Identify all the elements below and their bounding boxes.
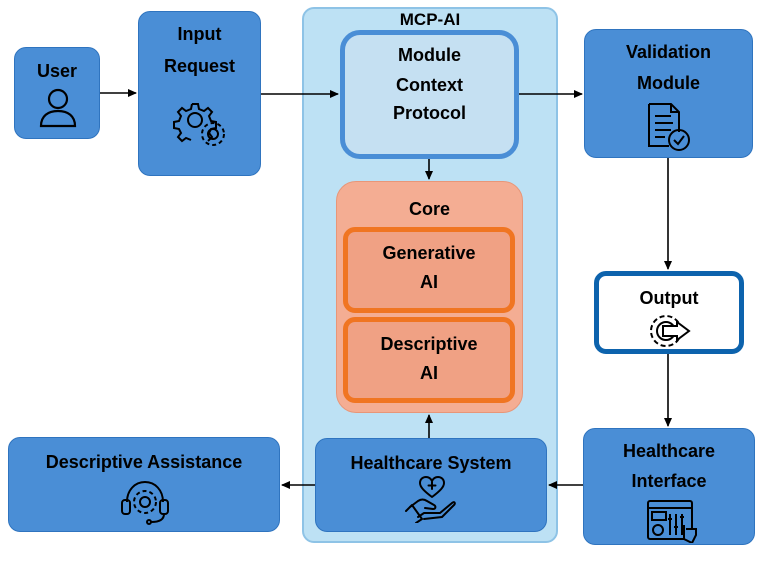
heart-hand-icon	[405, 476, 456, 523]
healthcare-interface-line1: Healthcare	[622, 441, 716, 461]
generative-line2: AI	[420, 272, 438, 292]
validation-line2: Module	[637, 73, 700, 93]
module-context-protocol-node: Module Context Protocol	[340, 30, 519, 159]
input-request-line2: Request	[163, 56, 235, 76]
user-node: User	[14, 47, 100, 139]
output-label: Output	[639, 288, 699, 308]
core-title: Core	[408, 199, 450, 219]
descriptive-assistance-node: Descriptive Assistance	[8, 437, 280, 532]
generative-ai-node: Generative AI	[343, 227, 515, 313]
mcp-line2: Context	[396, 75, 463, 95]
user-label: User	[36, 61, 78, 81]
healthcare-system-node: Healthcare System	[315, 438, 547, 532]
validation-module-node: Validation Module	[584, 29, 753, 158]
descriptive-ai-line1: Descriptive	[380, 334, 478, 354]
document-check-icon	[648, 103, 690, 151]
input-request-node: Input Request	[138, 11, 261, 176]
healthcare-interface-line2: Interface	[631, 471, 707, 491]
mcp-line3: Protocol	[392, 103, 466, 123]
generative-line1: Generative	[382, 243, 476, 263]
descriptive-ai-node: Descriptive AI	[343, 317, 515, 403]
descriptive-assistance-label: Descriptive Assistance	[45, 452, 243, 472]
input-request-line1: Input	[177, 24, 222, 44]
descriptive-ai-line2: AI	[420, 363, 438, 383]
mcp-line1: Module	[398, 45, 461, 65]
user-icon	[39, 88, 77, 128]
mcp-ai-title: MCP-AI	[399, 10, 461, 29]
healthcare-interface-node: Healthcare Interface	[583, 428, 755, 545]
output-gear-arrow-icon	[650, 315, 691, 347]
output-node: Output	[594, 271, 744, 354]
gears-icon	[173, 103, 225, 146]
dashboard-touch-icon	[647, 500, 697, 543]
headset-gear-icon	[121, 480, 169, 525]
validation-line1: Validation	[625, 42, 712, 62]
healthcare-system-label: Healthcare System	[350, 453, 512, 473]
